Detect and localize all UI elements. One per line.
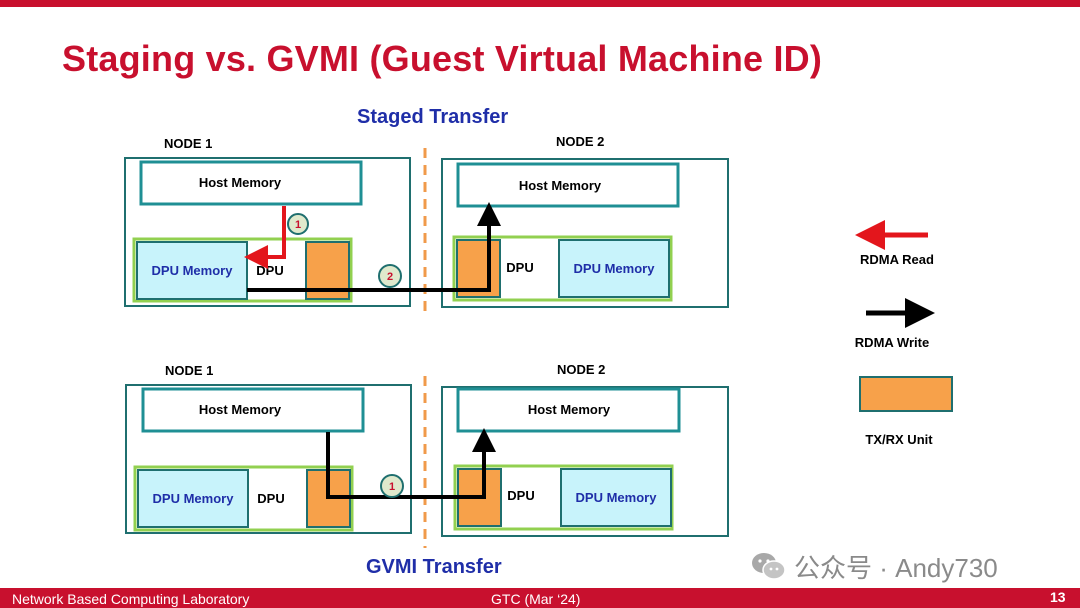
footer-event: GTC (Mar ‘24) xyxy=(491,591,581,607)
gvmi-node1-host-memory-label: Host Memory xyxy=(199,402,282,417)
legend-rdma-write-label: RDMA Write xyxy=(855,335,929,350)
gvmi-node2-host-memory-label: Host Memory xyxy=(528,402,611,417)
staged-transfer-heading: Staged Transfer xyxy=(357,106,509,128)
gvmi-transfer-heading: GVMI Transfer xyxy=(366,556,502,578)
watermark-text: 公众号 · Andy730 xyxy=(794,552,998,583)
legend: RDMA Read RDMA Write TX/RX Unit xyxy=(855,220,953,447)
staged-node2-dpu-label: DPU xyxy=(506,260,533,275)
staged-node2: NODE 2 Host Memory DPU DPU Memory xyxy=(441,134,729,308)
gvmi-node2: NODE 2 Host Memory DPU DPU Memory xyxy=(441,362,729,537)
gvmi-step1-number: 1 xyxy=(389,481,395,493)
staged-node1-host-memory-label: Host Memory xyxy=(199,175,282,190)
staged-rdma-write-arrow xyxy=(247,202,501,292)
gvmi-step1-badge xyxy=(380,474,404,498)
gvmi-node1-dpu-label: DPU xyxy=(257,491,284,506)
gvmi-node1-dpu-memory xyxy=(137,469,249,528)
staged-node1-label: NODE 1 xyxy=(164,136,212,151)
gvmi-node1-dpu-memory-label: DPU Memory xyxy=(153,491,235,506)
watermark: 公众号 · Andy730 xyxy=(750,546,998,586)
footer-lab-name: Network Based Computing Laboratory xyxy=(12,591,250,607)
legend-rdma-read-label: RDMA Read xyxy=(860,252,934,267)
staged-node2-dpu-memory-label: DPU Memory xyxy=(574,261,656,276)
staged-step2-number: 2 xyxy=(387,271,393,283)
gvmi-node1-host-memory xyxy=(141,387,365,433)
page-number: 13 xyxy=(1050,589,1066,605)
staged-step2-badge xyxy=(378,264,402,288)
staged-node2-host-memory-label: Host Memory xyxy=(519,178,602,193)
staged-node1-dpu-memory xyxy=(136,241,248,300)
gvmi-node2-dpu-memory-label: DPU Memory xyxy=(576,490,658,505)
staged-node1-host-memory xyxy=(139,160,363,206)
staged-step1-badge xyxy=(287,213,309,235)
staged-node2-dpu-memory xyxy=(558,239,670,298)
legend-txrx-label: TX/RX Unit xyxy=(865,432,933,447)
staged-node2-host-memory xyxy=(456,162,680,208)
gvmi-node2-dpu-memory xyxy=(560,468,672,527)
gvmi-rdma-write-arrow xyxy=(326,428,496,499)
footer-bar: Network Based Computing Laboratory GTC (… xyxy=(0,588,1080,608)
gvmi-node1: NODE 1 Host Memory DPU Memory DPU xyxy=(125,363,412,534)
staged-rdma-read-arrow xyxy=(244,206,286,269)
slide-title: Staging vs. GVMI (Guest Virtual Machine … xyxy=(62,38,823,79)
top-accent-bar xyxy=(0,0,1080,7)
gvmi-node2-dpu-label: DPU xyxy=(507,488,534,503)
gvmi-node2-label: NODE 2 xyxy=(557,362,605,377)
staged-node1-dpu-memory-label: DPU Memory xyxy=(152,263,234,278)
staged-node1: NODE 1 Host Memory DPU Memory DPU xyxy=(124,136,411,307)
gvmi-node1-label: NODE 1 xyxy=(165,363,213,378)
wechat-icon xyxy=(752,553,786,580)
gvmi-node2-host-memory xyxy=(456,387,681,433)
staged-node1-dpu-label: DPU xyxy=(256,263,283,278)
staged-step1-number: 1 xyxy=(295,219,301,231)
staged-node2-txrx-unit xyxy=(456,239,501,298)
legend-txrx-swatch xyxy=(859,376,953,412)
staged-node2-label: NODE 2 xyxy=(556,134,604,149)
